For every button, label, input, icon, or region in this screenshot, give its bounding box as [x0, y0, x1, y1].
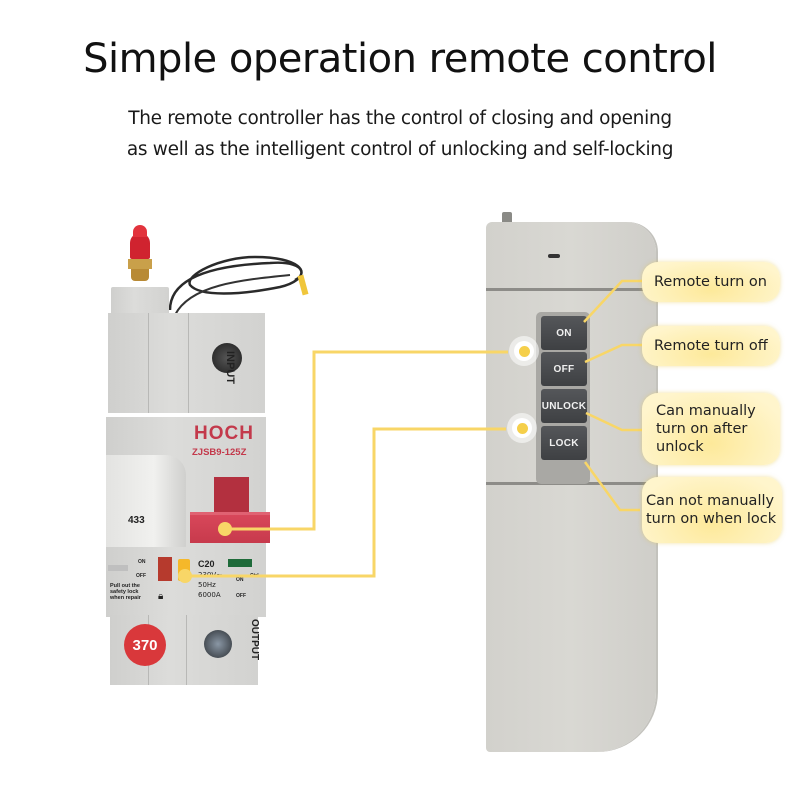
output-screw-icon — [204, 630, 232, 658]
callout-remote-turn-on: Remote turn on — [642, 262, 780, 302]
connector-lock-to-buttons — [187, 427, 506, 578]
connector-handle-to-buttons — [230, 350, 508, 531]
connector-unlock-callout — [585, 411, 643, 432]
callout-text: Can manually turn on after unlock — [656, 403, 756, 455]
brand-logo: HOCH — [194, 423, 254, 444]
antenna-icon — [128, 225, 152, 290]
subtitle-line-1: The remote controller has the control of… — [128, 108, 672, 129]
off-label: OFF — [136, 573, 146, 579]
callout-text: Can not manually turn on when lock — [646, 493, 777, 527]
input-screw-icon — [212, 343, 242, 373]
subtitle-line-2: as well as the intelligent control of un… — [126, 139, 674, 160]
connector-on-callout — [583, 279, 643, 323]
remote-antenna-icon — [502, 212, 512, 224]
marker-dot-lock-tab — [178, 569, 192, 583]
switch-off-label: OFF — [236, 593, 246, 599]
breaker-handle — [214, 477, 249, 517]
connector-off-callout — [584, 343, 643, 364]
marker-dot-remote-upper — [509, 336, 539, 366]
led-slot — [548, 254, 560, 258]
connector-lock-callout — [583, 461, 640, 512]
status-window — [158, 557, 172, 581]
rating: C20 — [198, 559, 215, 569]
remote-button-lock[interactable]: LOCK — [541, 426, 587, 460]
switch-on-label: ON — [236, 577, 244, 583]
rating-badge: 370 — [124, 624, 166, 666]
page-title: Simple operation remote control — [83, 36, 717, 82]
marker-dot-remote-lower — [507, 413, 537, 443]
badge-number: 370 — [132, 636, 158, 654]
model-number: ZJSB9-125Z — [192, 447, 247, 458]
marker-dot-handle — [218, 522, 232, 536]
callout-manual-after-unlock: Can manually turn on after unlock — [642, 393, 780, 465]
frequency-label: 433 — [128, 515, 145, 526]
indicator-window — [228, 559, 252, 567]
frequency-hz: 50Hz — [198, 581, 216, 589]
control-panel: ON OFF Pull out the safety lock when rep… — [106, 547, 266, 617]
remote-button-on[interactable]: ON — [541, 316, 587, 350]
input-terminal-block: INPUT — [108, 313, 265, 413]
safety-note: Pull out the safety lock when repair — [110, 583, 141, 601]
callout-no-manual-when-lock: Can not manually turn on when lock — [642, 477, 782, 543]
remote-button-unlock[interactable]: UNLOCK — [541, 389, 587, 423]
antenna-cable — [168, 255, 309, 316]
output-terminal-block: 370 OUTPUT — [110, 615, 260, 685]
remote-button-off[interactable]: OFF — [541, 352, 587, 386]
padlock-icon: 🔒︎ — [158, 591, 164, 602]
callout-text: Remote turn off — [654, 338, 768, 354]
callout-text: Remote turn on — [654, 274, 767, 290]
on-label: ON — [138, 559, 146, 565]
capacity: 6000A — [198, 591, 221, 599]
callout-remote-turn-off: Remote turn off — [642, 326, 780, 366]
